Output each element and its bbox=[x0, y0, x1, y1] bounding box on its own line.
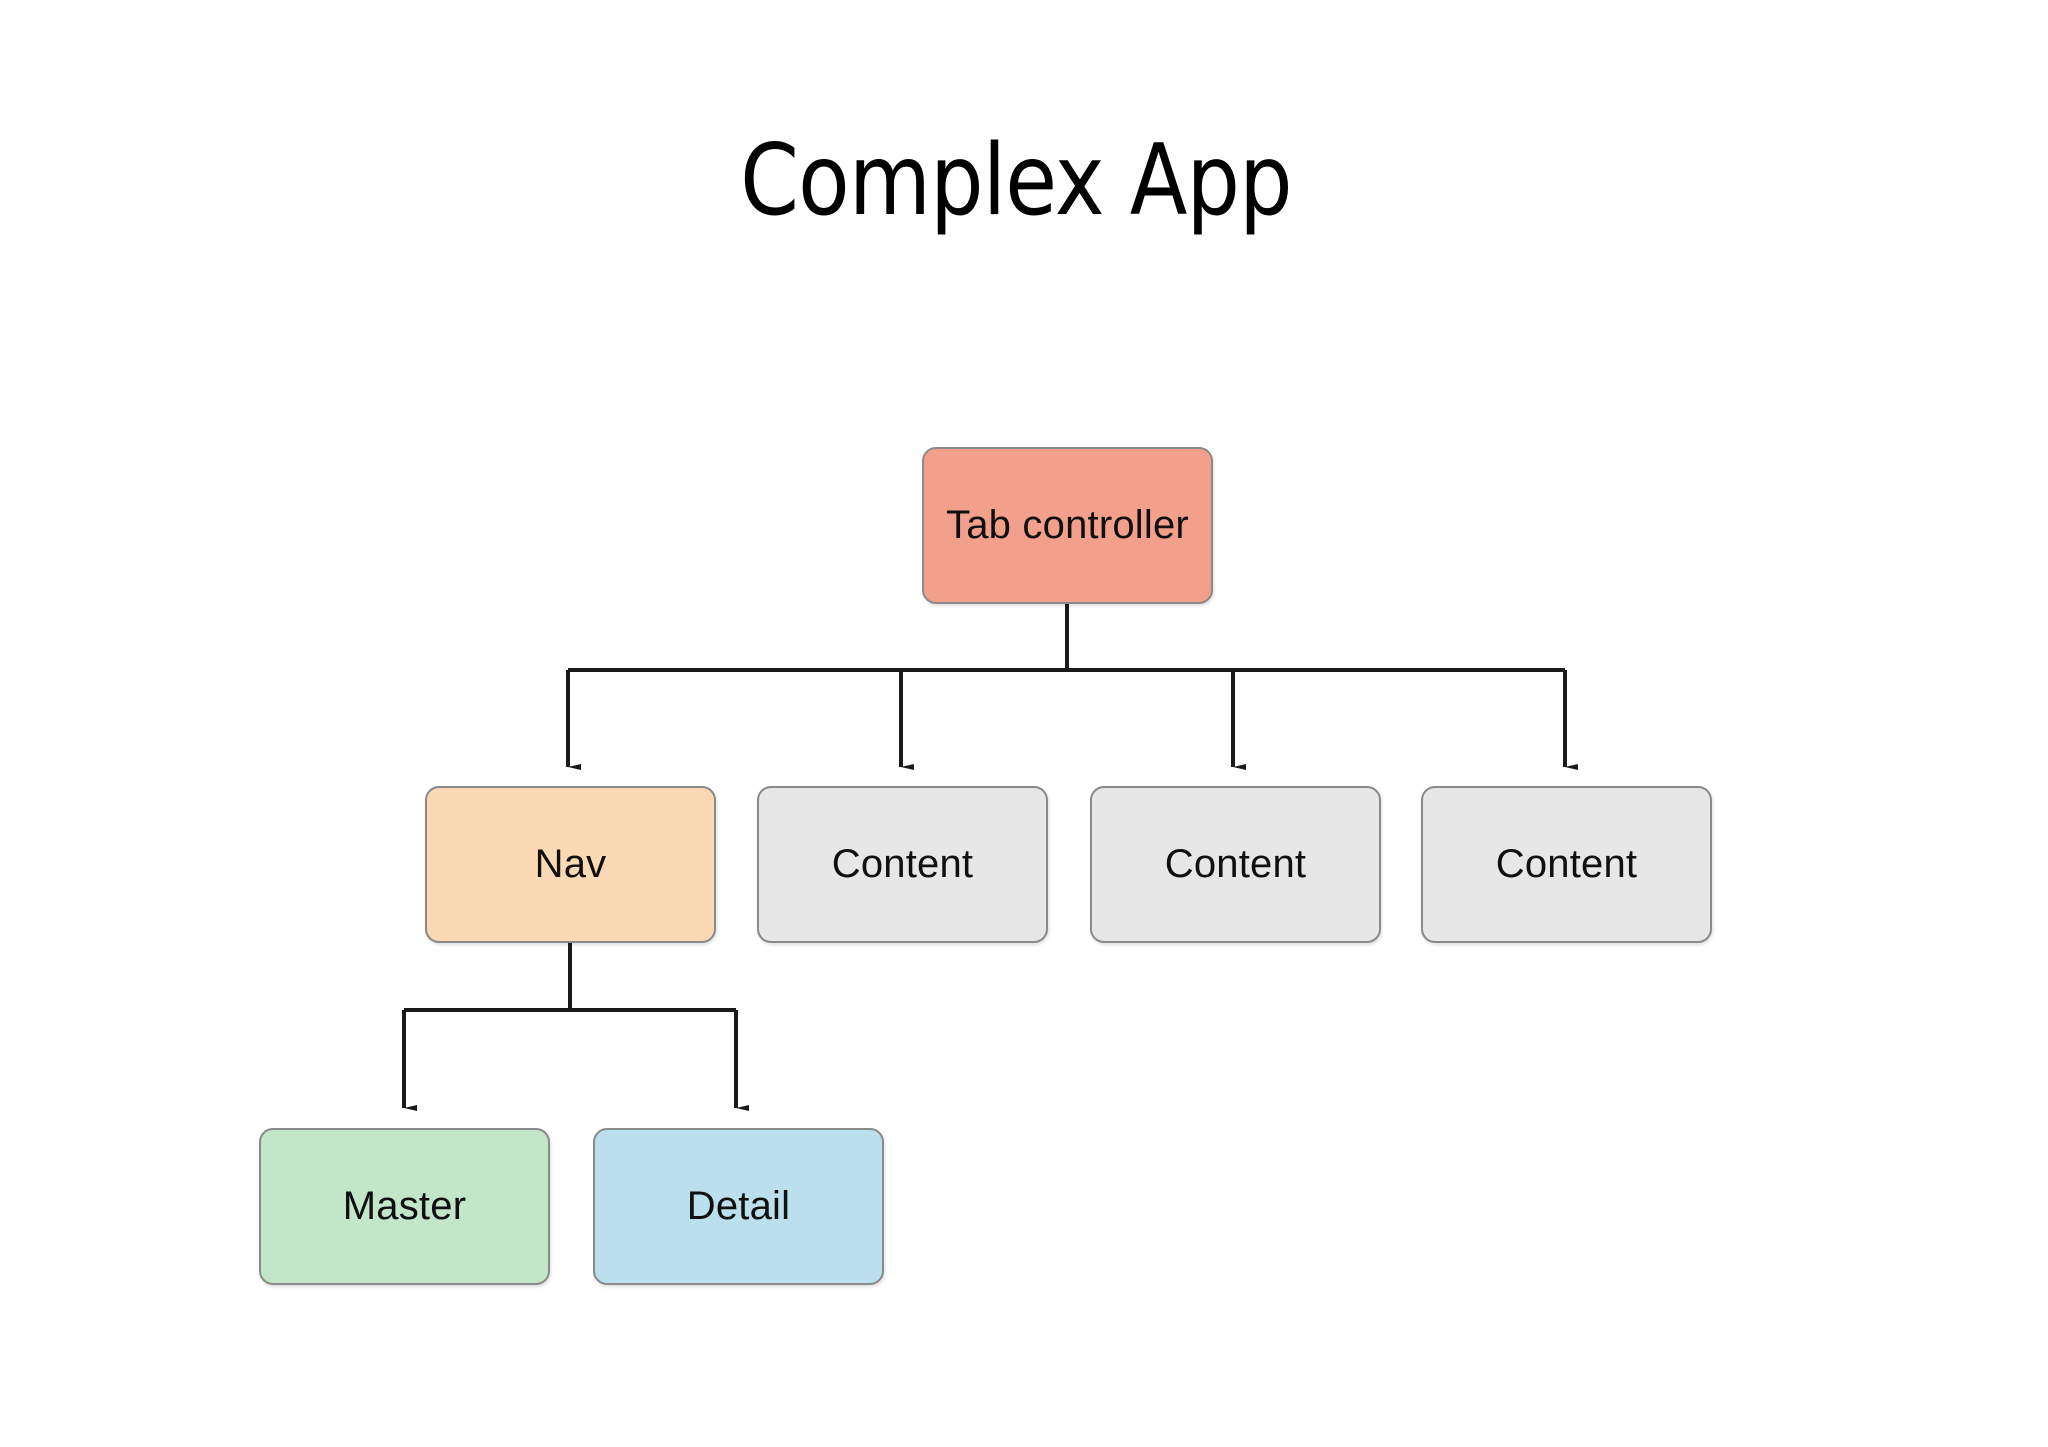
node-master[interactable]: Master bbox=[259, 1128, 550, 1285]
node-content-2-label: Content bbox=[1164, 842, 1307, 886]
node-content-1[interactable]: Content bbox=[757, 786, 1048, 943]
node-content-3-label: Content bbox=[1495, 842, 1638, 886]
node-tab-controller-label: Tab controller bbox=[946, 503, 1189, 547]
node-nav[interactable]: Nav bbox=[425, 786, 716, 943]
node-detail-label: Detail bbox=[686, 1184, 791, 1228]
node-content-1-label: Content bbox=[831, 842, 974, 886]
node-content-3[interactable]: Content bbox=[1421, 786, 1712, 943]
page-title: Complex App bbox=[740, 124, 1293, 238]
node-nav-label: Nav bbox=[534, 842, 607, 886]
node-detail[interactable]: Detail bbox=[593, 1128, 884, 1285]
node-content-2[interactable]: Content bbox=[1090, 786, 1381, 943]
node-master-label: Master bbox=[342, 1184, 467, 1228]
node-tab-controller[interactable]: Tab controller bbox=[922, 447, 1213, 604]
